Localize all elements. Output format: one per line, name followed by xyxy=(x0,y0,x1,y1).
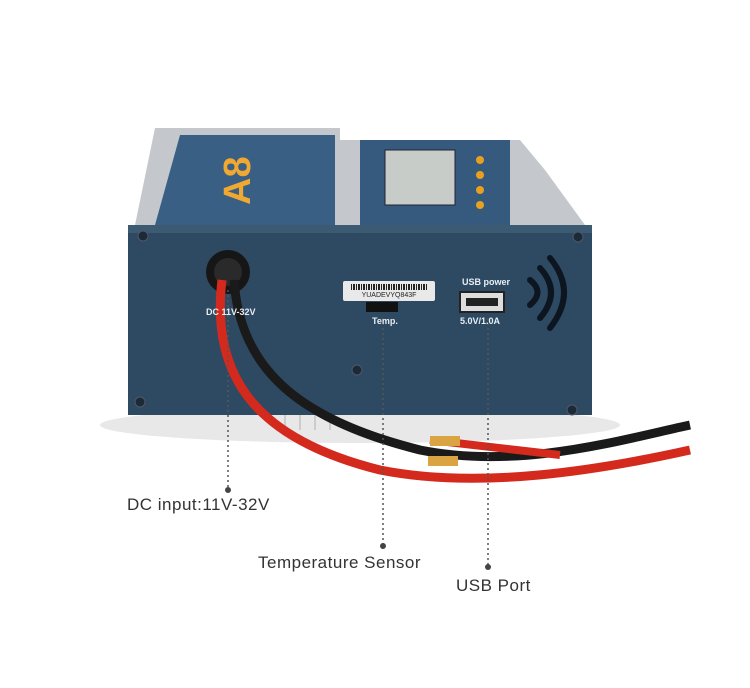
callout-usb-port: USB Port xyxy=(456,576,531,595)
dc-port-label: DC 11V-32V xyxy=(206,307,256,317)
callout-lines xyxy=(227,290,489,566)
temp-port xyxy=(366,302,398,312)
usb-title-label: USB power xyxy=(462,277,511,287)
black-cable xyxy=(229,279,691,462)
usb-rating-label: 5.0V/1.0A xyxy=(460,316,501,326)
gold-connector xyxy=(430,436,460,446)
callout-temperature-sensor: Temperature Sensor xyxy=(258,553,422,572)
lcd-screen xyxy=(384,149,456,206)
temp-port-label: Temp. xyxy=(372,316,398,326)
callout-dc-input: DC input:11V-32V xyxy=(127,495,270,514)
gold-connector xyxy=(428,456,458,466)
red-cable xyxy=(215,279,691,483)
serial-sticker: YUADEVYQ843F xyxy=(343,281,435,301)
vent-slots xyxy=(527,255,567,331)
side-label-panel xyxy=(155,135,335,225)
rear-panel xyxy=(128,225,592,415)
model-logo: A8 xyxy=(217,156,259,205)
